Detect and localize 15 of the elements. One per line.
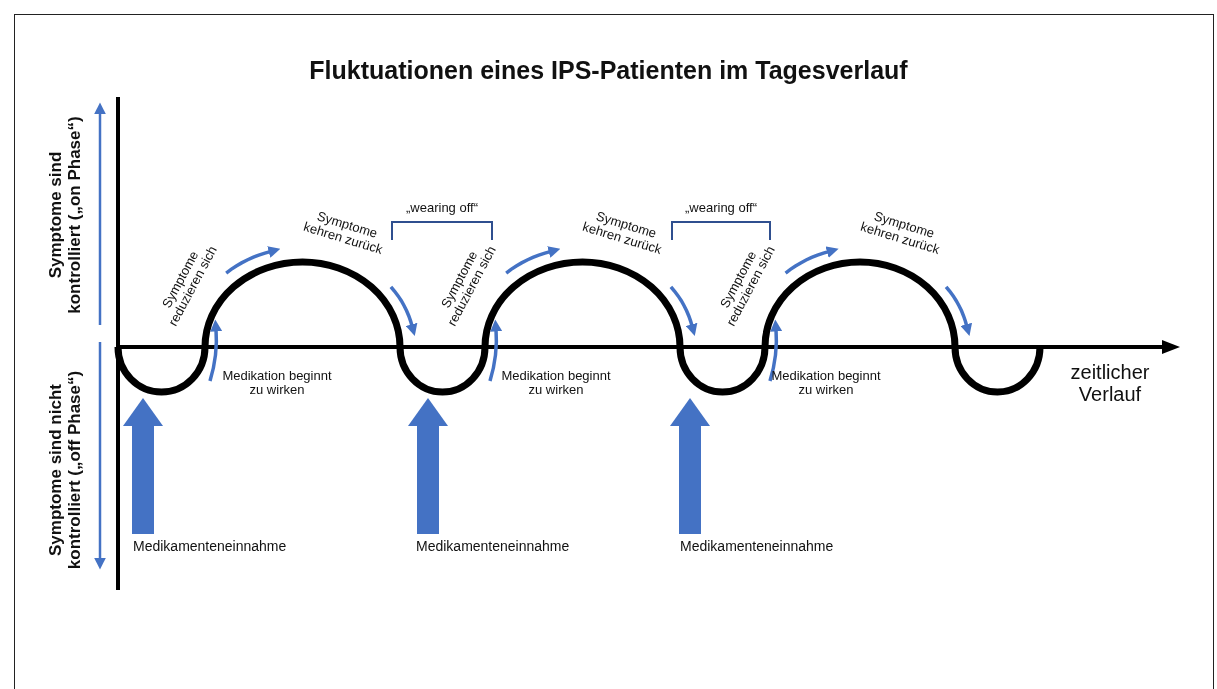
arrow <box>408 398 448 534</box>
rotated-label: Symptome sind kontrolliert („on Phase“) <box>47 115 85 316</box>
label: „wearing off“ <box>405 200 479 216</box>
label: Medikation beginnt zu wirken <box>500 368 612 398</box>
rotated-label: Symptome sind nicht kontrolliert („off Phase“) <box>47 369 85 572</box>
label: Medikation beginnt zu wirken <box>221 368 333 398</box>
label: Medikation beginnt zu wirken <box>770 368 882 398</box>
node-label: Medikamenteneinnahme <box>680 534 834 554</box>
title: Fluktuationen eines IPS-Patienten im Tagesverlauf <box>308 56 909 85</box>
node-label: Medikamenteneinnahme <box>416 534 570 554</box>
arrow <box>123 398 163 534</box>
node-label: Medikamenteneinnahme <box>133 534 287 554</box>
arrow <box>670 398 710 534</box>
label: zeitlicher Verlauf <box>1069 361 1151 405</box>
label: „wearing off“ <box>684 200 758 216</box>
